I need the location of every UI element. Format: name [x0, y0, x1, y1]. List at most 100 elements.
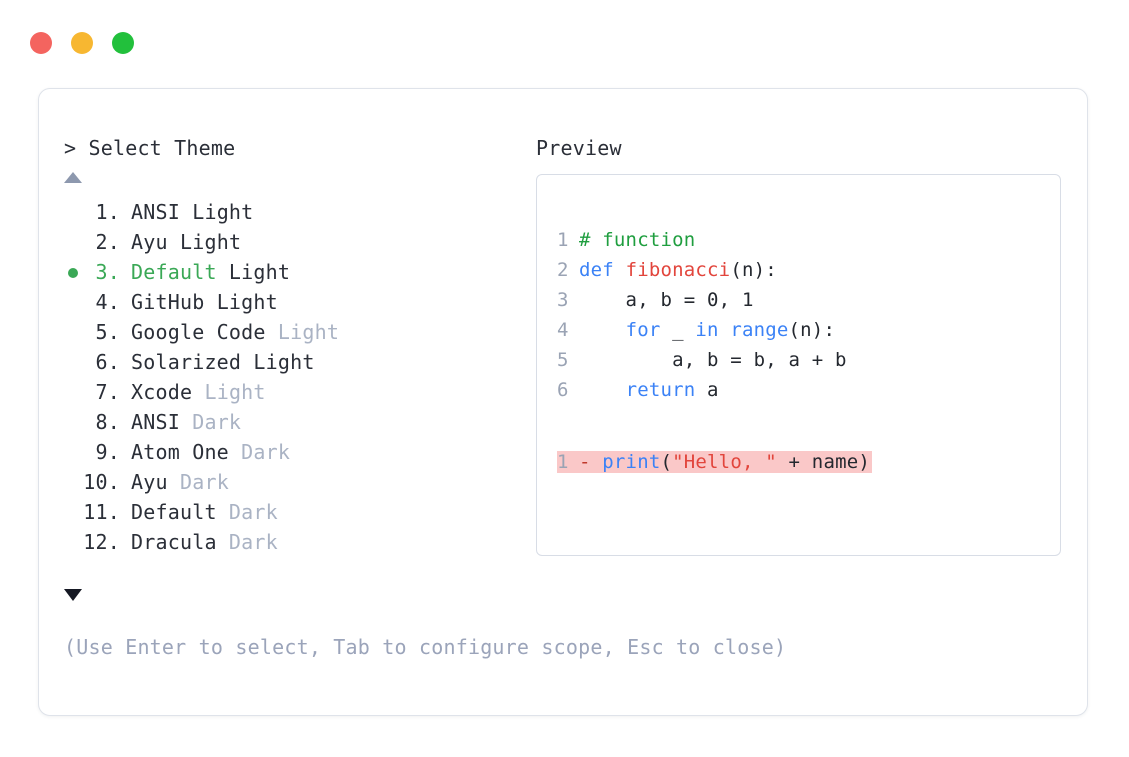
- line-number: 2: [557, 259, 569, 281]
- theme-list-item[interactable]: 12. Dracula Dark: [64, 527, 514, 557]
- theme-list-item[interactable]: 10. Ayu Dark: [64, 467, 514, 497]
- code-line: 2 def fibonacci(n):: [557, 255, 847, 285]
- theme-index: 8.: [95, 410, 120, 434]
- theme-list-item[interactable]: 11.Default Dark: [64, 497, 514, 527]
- code-token: [579, 319, 626, 341]
- theme-index: 3.: [95, 260, 120, 284]
- code-token: for: [625, 319, 661, 341]
- theme-index: 10.: [83, 470, 120, 494]
- line-number: 5: [557, 349, 569, 371]
- theme-variant: Light: [241, 350, 315, 374]
- selection-bullet-icon: [68, 238, 78, 248]
- code-token: range: [730, 319, 789, 341]
- theme-name: Solarized: [131, 350, 242, 374]
- preview-panel: 1 # function 2 def fibonacci(n): 3 a, b = 0,…: [536, 174, 1061, 556]
- code-line: 5 a, b = b, a + b: [557, 345, 847, 375]
- theme-variant: Dark: [179, 410, 242, 434]
- theme-index: 12.: [83, 530, 120, 554]
- theme-variant: Dark: [216, 530, 278, 554]
- window-controls: [30, 32, 134, 54]
- theme-name: Ayu: [131, 470, 168, 494]
- theme-index: 11.: [83, 500, 120, 524]
- theme-list-item[interactable]: 4.GitHub Light: [64, 287, 514, 317]
- theme-list-item[interactable]: 8. ANSI Dark: [64, 407, 514, 437]
- code-token: in: [695, 319, 719, 341]
- theme-list-item[interactable]: 2. Ayu Light: [64, 227, 514, 257]
- scroll-down-icon[interactable]: [64, 589, 82, 601]
- diff-preview: 1- print("Hello, " + name)1+ print(f"Hel…: [557, 447, 1129, 477]
- line-number: 1: [557, 229, 569, 251]
- selection-bullet-icon: [68, 208, 78, 218]
- theme-name: Atom One: [131, 440, 229, 464]
- theme-variant: Light: [192, 380, 266, 404]
- line-number: 3: [557, 289, 569, 311]
- theme-list-item[interactable]: 7. Xcode Light: [64, 377, 514, 407]
- code-token: a, b = 0, 1: [579, 289, 754, 311]
- code-token: [719, 319, 731, 341]
- code-line: 6 return a: [557, 375, 847, 405]
- theme-variant: Light: [265, 320, 340, 344]
- theme-list-item[interactable]: 6. Solarized Light: [64, 347, 514, 377]
- code-token: def: [579, 259, 626, 281]
- theme-list-item[interactable]: 1.ANSI Light: [64, 197, 514, 227]
- code-token: print: [602, 451, 661, 473]
- code-token: return: [625, 379, 696, 401]
- selection-bullet-icon: [68, 388, 78, 398]
- theme-variant: Dark: [167, 470, 229, 494]
- preview-panel-title: Preview: [536, 136, 622, 160]
- maximize-button[interactable]: [112, 32, 134, 54]
- code-token: fibonacci: [625, 259, 731, 281]
- theme-list-item[interactable]: 5. Google Code Light: [64, 317, 514, 347]
- line-number: 4: [557, 319, 569, 341]
- code-token: (: [660, 451, 673, 473]
- theme-index: 4.: [95, 290, 120, 314]
- code-token: _: [660, 319, 696, 341]
- code-line: 4 for _ in range(n):: [557, 315, 847, 345]
- theme-index: 5.: [95, 320, 120, 344]
- selection-bullet-icon: [68, 298, 78, 308]
- theme-list-item[interactable]: 9. Atom One Dark: [64, 437, 514, 467]
- code-token: (n):: [730, 259, 777, 281]
- minimize-button[interactable]: [71, 32, 93, 54]
- code-token: # function: [579, 229, 696, 251]
- scroll-up-icon[interactable]: [64, 172, 82, 183]
- theme-variant: Light: [179, 200, 254, 224]
- selection-bullet-icon: [68, 478, 78, 488]
- theme-index: 2.: [95, 230, 120, 254]
- close-button[interactable]: [30, 32, 52, 54]
- theme-name: Default: [131, 500, 217, 524]
- theme-name: Default: [131, 260, 217, 284]
- line-number: 6: [557, 379, 569, 401]
- code-token: + name): [776, 451, 871, 473]
- theme-name: Xcode: [131, 380, 193, 404]
- theme-name: GitHub: [131, 290, 205, 314]
- code-line: 3 a, b = 0, 1: [557, 285, 847, 315]
- selection-bullet-icon: [68, 358, 78, 368]
- theme-variant: Light: [216, 260, 291, 284]
- code-token: a, b = b, a + b: [579, 349, 847, 371]
- theme-list-item[interactable]: 3. Default Light: [64, 257, 514, 287]
- diff-marker: -: [579, 451, 603, 473]
- theme-name: ANSI: [131, 410, 180, 434]
- theme-index: 7.: [95, 380, 120, 404]
- selection-bullet-icon: [68, 268, 78, 278]
- theme-name: Ayu: [131, 230, 168, 254]
- diff-line-removed: 1- print("Hello, " + name): [557, 447, 1129, 477]
- selection-bullet-icon: [68, 328, 78, 338]
- theme-variant: Dark: [228, 440, 291, 464]
- theme-index: 9.: [95, 440, 120, 464]
- selection-bullet-icon: [68, 538, 78, 548]
- theme-index: 6.: [95, 350, 120, 374]
- theme-name: Google Code: [131, 320, 266, 344]
- theme-variant: Light: [167, 230, 242, 254]
- theme-name: Dracula: [131, 530, 217, 554]
- code-preview: 1 # function 2 def fibonacci(n): 3 a, b = 0,…: [557, 225, 847, 405]
- diff-line-content: 1- print("Hello, " + name): [557, 451, 873, 473]
- code-token: [579, 379, 626, 401]
- line-number: 1: [557, 451, 569, 473]
- keyboard-hint: (Use Enter to select, Tab to configure s…: [64, 635, 787, 659]
- theme-index: 1.: [95, 200, 120, 224]
- code-token: "Hello, ": [672, 451, 777, 473]
- code-line: 1 # function: [557, 225, 847, 255]
